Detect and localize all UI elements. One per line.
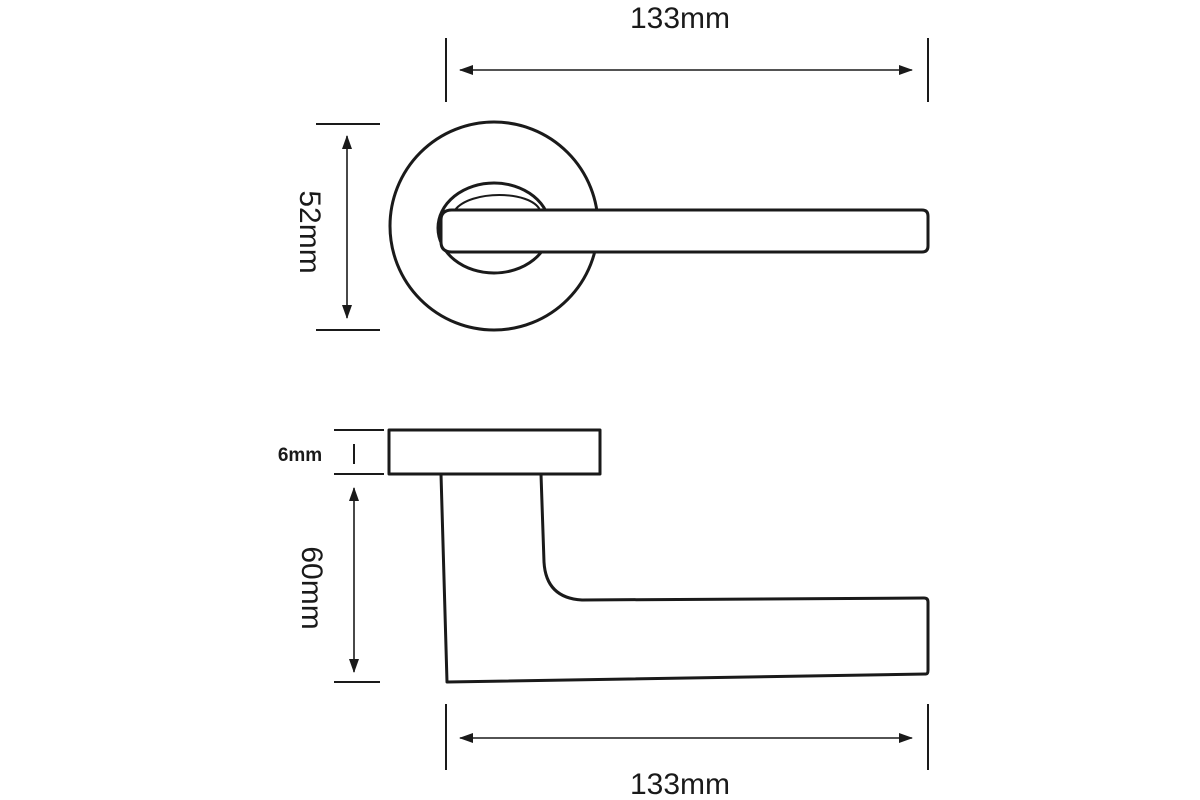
projection-label: 60mm bbox=[295, 546, 328, 629]
side-view: 6mm 60mm 133mm bbox=[278, 428, 930, 800]
top-width-dimension: 133mm bbox=[445, 2, 929, 102]
side-width-dimension: 133mm bbox=[445, 704, 929, 800]
projection-dimension: 60mm bbox=[295, 487, 380, 683]
top-view: 133mm 52mm bbox=[293, 2, 930, 332]
lever-top-view bbox=[439, 208, 930, 254]
collar-visible-edge bbox=[454, 194, 541, 211]
rose-thickness-dimension: 6mm bbox=[278, 429, 384, 475]
rose-side-profile bbox=[387, 428, 602, 476]
top-height-dimension: 52mm bbox=[293, 123, 380, 331]
rose-thickness-label: 6mm bbox=[278, 445, 322, 466]
top-width-label: 133mm bbox=[630, 2, 730, 35]
side-width-label: 133mm bbox=[630, 768, 730, 800]
top-height-label: 52mm bbox=[293, 190, 326, 273]
lever-side-profile bbox=[439, 472, 930, 684]
